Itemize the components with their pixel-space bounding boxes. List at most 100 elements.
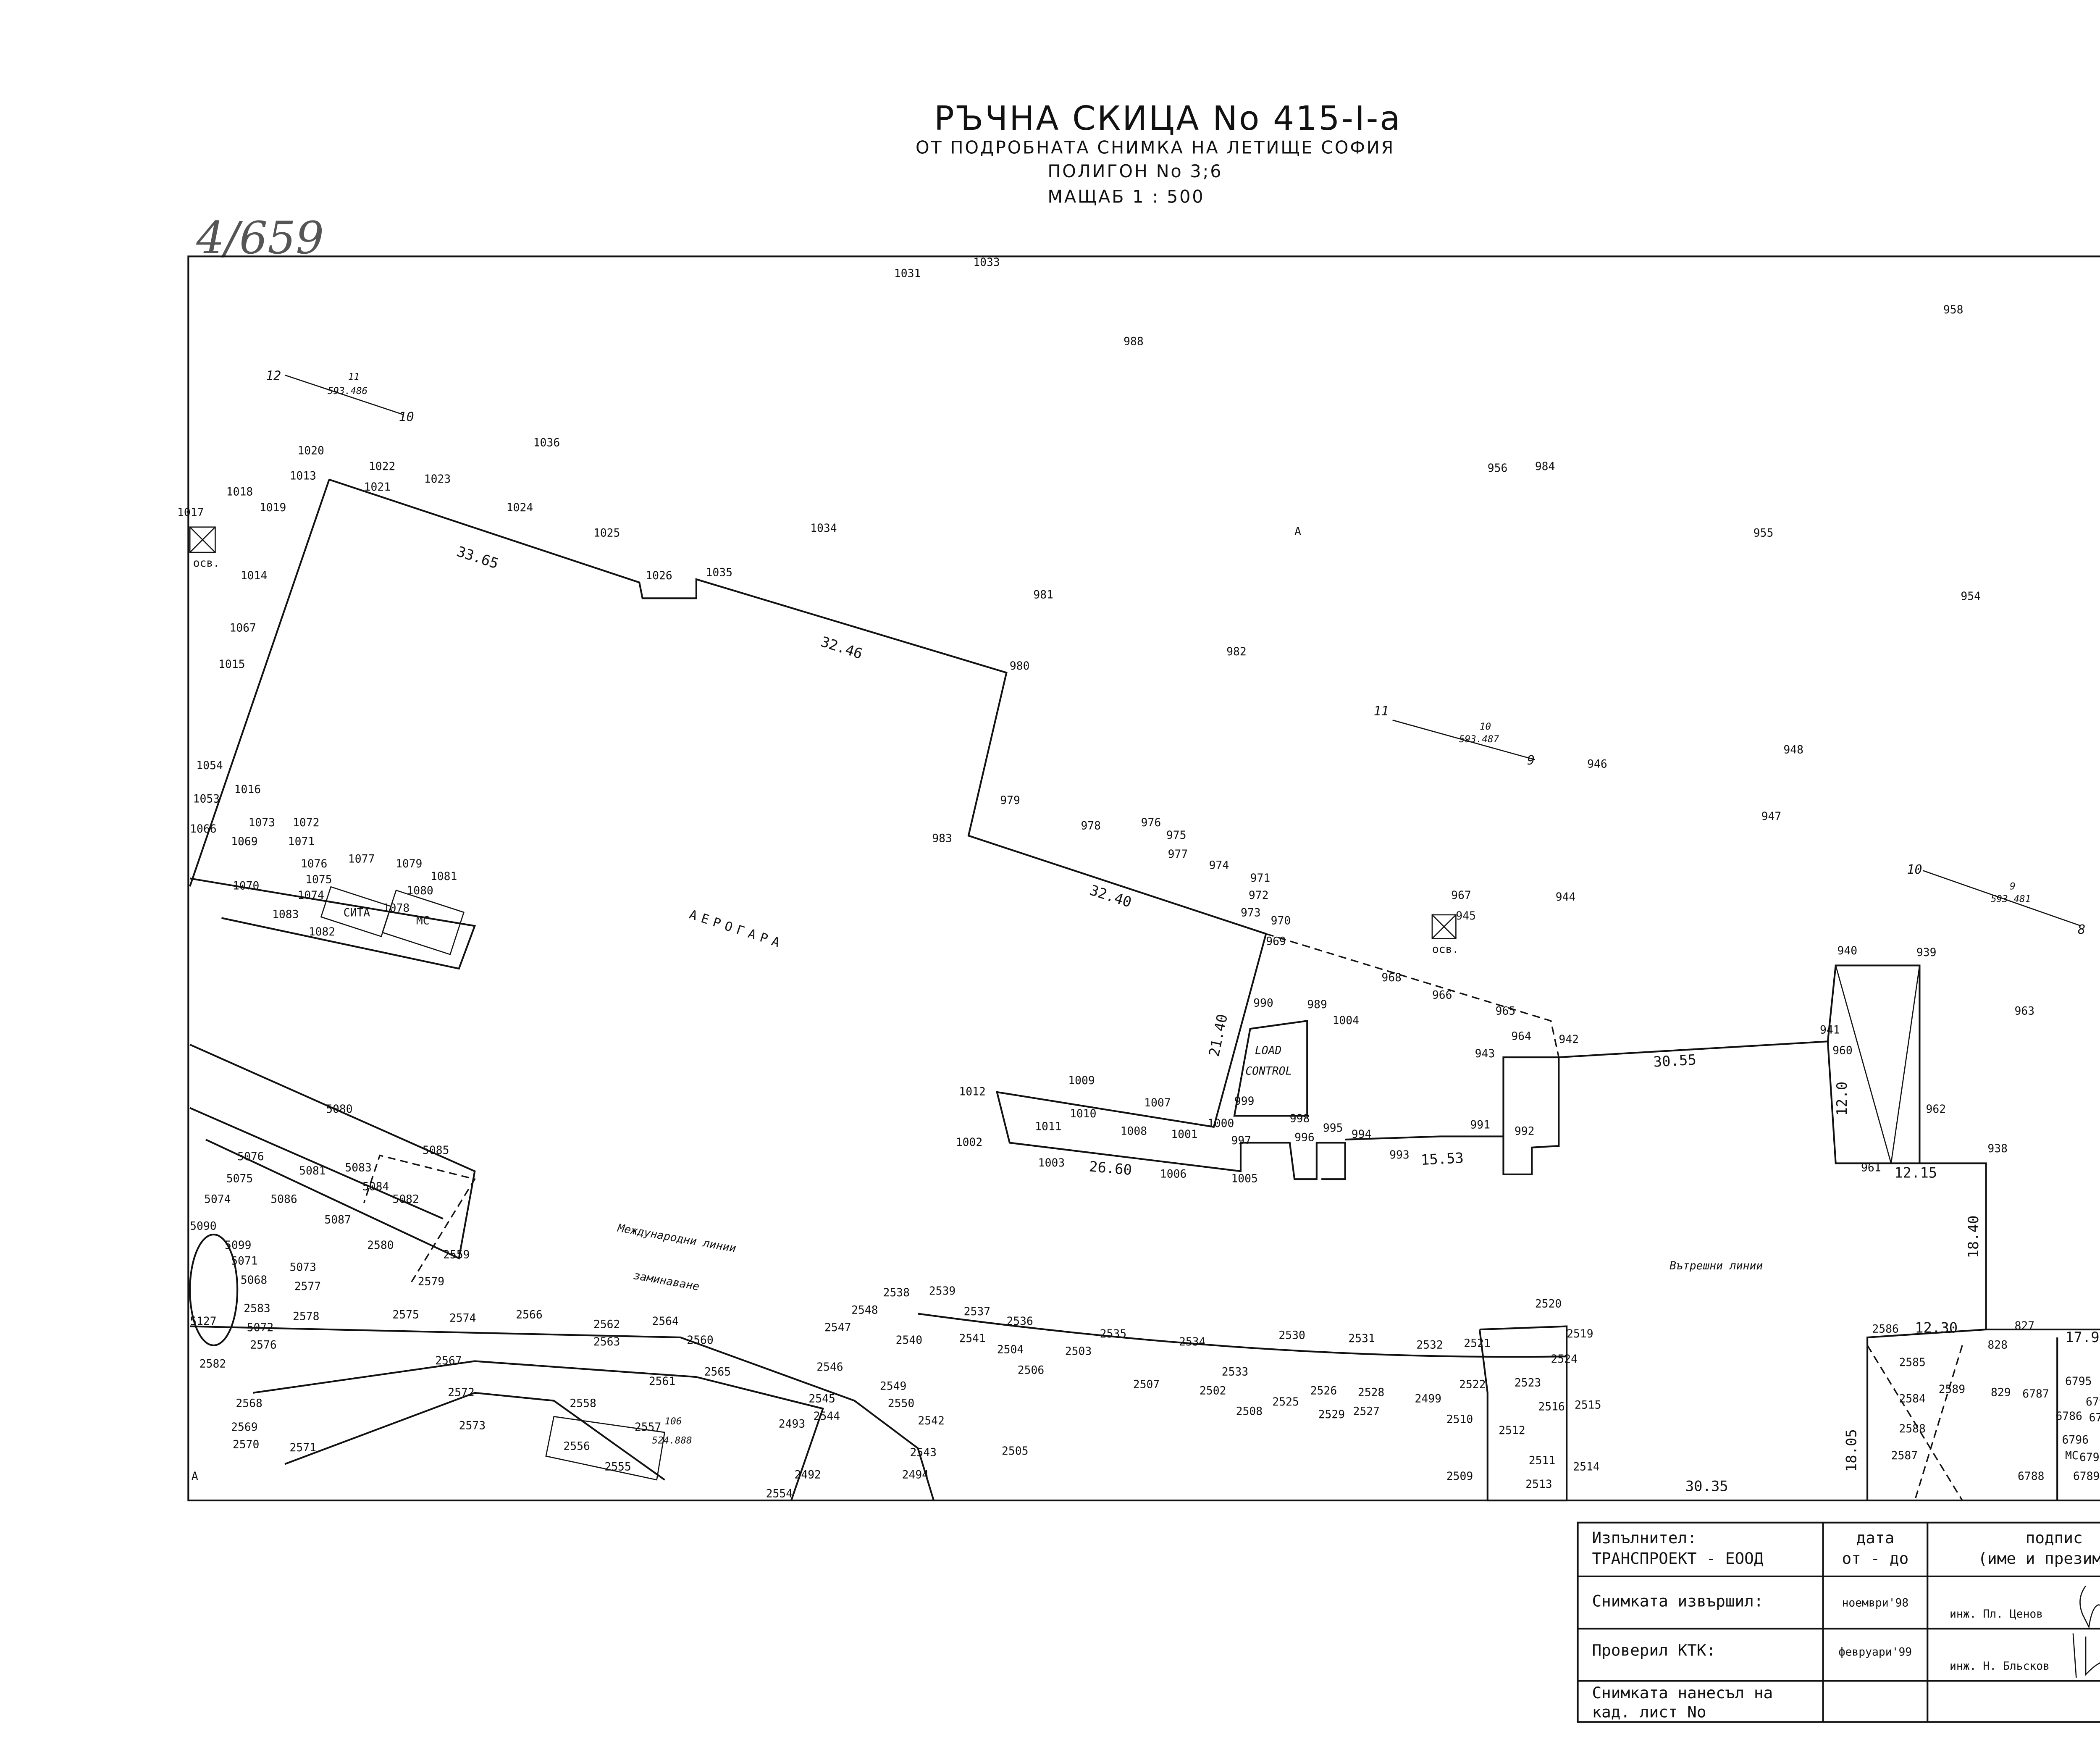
point-label: 938 (1987, 1143, 2008, 1155)
plotted-by-label: Снимката нанесъл на (1592, 1684, 1773, 1702)
station-label: 10 (399, 410, 414, 424)
point-label: 999 (1234, 1095, 1255, 1108)
point-label: 2522 (1459, 1379, 1486, 1391)
station-label: 8 (2078, 922, 2085, 937)
point-label: 1069 (231, 835, 257, 848)
point-label: 5081 (299, 1165, 326, 1177)
dimension-label: 17.90 (2065, 1329, 2100, 1345)
point-label: 2573 (459, 1419, 486, 1432)
station-label: 10 (1480, 721, 1491, 732)
point-label: 2538 (883, 1287, 909, 1299)
point-label: 2546 (816, 1361, 843, 1374)
point-label: 2575 (392, 1309, 419, 1321)
station-label: 593.486 (328, 386, 368, 397)
point-label: 5085 (423, 1144, 449, 1157)
point-label: 956 (1488, 462, 1508, 475)
point-label: 2521 (1464, 1337, 1490, 1350)
point-label: 2529 (1318, 1408, 1345, 1421)
point-label: 2525 (1272, 1396, 1299, 1408)
point-label: 1079 (396, 858, 422, 870)
surveyed-by-label: Снимката извършил: (1592, 1592, 1763, 1610)
point-label: 2507 (1133, 1379, 1160, 1391)
point-label: 954 (1961, 590, 1981, 603)
point-label: 946 (1587, 758, 1607, 770)
point-label: 984 (1535, 460, 1555, 473)
point-label: 969 (1266, 935, 1286, 948)
point-label: 942 (1559, 1033, 1579, 1046)
point-label: 2528 (1358, 1386, 1384, 1399)
station-label: 11 (1374, 704, 1389, 719)
point-label: 989 (1307, 998, 1327, 1011)
point-label: 6788 (2018, 1470, 2044, 1483)
point-label: 2557 (635, 1421, 661, 1434)
point-label: 1070 (233, 880, 259, 893)
point-label: 2559 (443, 1249, 470, 1261)
point-label: 2530 (1278, 1329, 1305, 1342)
osv-label: осв. (1432, 943, 1459, 956)
point-label: 2550 (888, 1397, 914, 1410)
sketch-title: РЪЧНА СКИЦА No 415-I-а (934, 99, 1402, 138)
point-label: 967 (1451, 889, 1471, 902)
point-label: 2534 (1179, 1336, 1205, 1348)
intl-lines-label: Международни линии (616, 1222, 737, 1255)
point-label: 2570 (233, 1439, 259, 1451)
point-label: 6787 (2022, 1388, 2049, 1400)
point-label: 2569 (231, 1421, 257, 1434)
dimension-label: 32.46 (819, 633, 864, 662)
cadastral-sheet-label: кад. лист No (1592, 1702, 1706, 1721)
point-label: 2540 (896, 1334, 922, 1347)
point-label: 975 (1166, 829, 1186, 842)
dimension-label: 21.40 (1206, 1013, 1231, 1058)
point-label: 2555 (604, 1461, 631, 1473)
point-label: 972 (1249, 889, 1269, 902)
point-label: 6789 (2073, 1470, 2100, 1483)
point-label: 1007 (1144, 1097, 1171, 1109)
point-label: 944 (1556, 891, 1576, 904)
load-control-label: LOAD (1255, 1044, 1281, 1057)
point-label: 1081 (430, 870, 457, 883)
point-label: 2494 (902, 1468, 929, 1481)
point-label: 1036 (533, 437, 560, 449)
point-label: 2506 (1018, 1364, 1044, 1377)
point-label: 2541 (959, 1332, 985, 1345)
dimension-label: 33.65 (455, 543, 501, 572)
point-label: 6795 (2065, 1375, 2092, 1388)
point-label: 1082 (309, 926, 335, 938)
title-block: Изпълнител: ТРАНСПРОЕКТ - ЕООД дата от -… (1577, 1521, 2100, 1723)
point-label: 2574 (449, 1312, 476, 1324)
point-label: 1016 (234, 783, 261, 796)
point-label: 1021 (364, 481, 391, 494)
point-label: 945 (1456, 910, 1476, 922)
point-label: 2531 (1348, 1332, 1375, 1345)
point-label: 1010 (1070, 1108, 1096, 1120)
station-label: 12 (266, 368, 281, 383)
point-label: 948 (1783, 744, 1803, 757)
point-label: 1076 (301, 858, 327, 870)
point-label: 5072 (247, 1321, 273, 1334)
point-label: 1053 (193, 793, 220, 805)
point-label: 980 (1010, 660, 1030, 672)
point-label: 6785 (2089, 1412, 2100, 1424)
dimension-label: 12.15 (1894, 1164, 1937, 1181)
point-label: 2578 (293, 1310, 319, 1323)
ms-label: МС (2065, 1450, 2079, 1462)
point-label: 1004 (1333, 1014, 1359, 1027)
point-label: 1001 (1171, 1128, 1197, 1141)
point-label: 6796 (2062, 1434, 2089, 1446)
point-label: 1073 (249, 817, 275, 829)
point-label: 5087 (324, 1214, 351, 1227)
station-label: 593.487 (1459, 734, 1499, 745)
point-label: 2562 (593, 1318, 620, 1331)
point-label: 2548 (851, 1304, 878, 1316)
date-header: дата (1856, 1529, 1895, 1547)
sketch-subtitle: ОТ ПОДРОБНАТА СНИМКА НА ЛЕТИЩЕ СОФИЯ (916, 137, 1395, 158)
point-label: 2537 (964, 1306, 990, 1318)
point-label: 996 (1294, 1132, 1315, 1144)
point-label: 5099 (225, 1239, 251, 1252)
terminal-label: АЕРОГАРА (688, 907, 786, 952)
point-label: 978 (1081, 820, 1101, 832)
dimension-label: 30.55 (1653, 1051, 1697, 1070)
point-label: 2564 (652, 1315, 678, 1328)
point-label: 998 (1290, 1113, 1310, 1125)
point-label: 993 (1389, 1149, 1410, 1161)
